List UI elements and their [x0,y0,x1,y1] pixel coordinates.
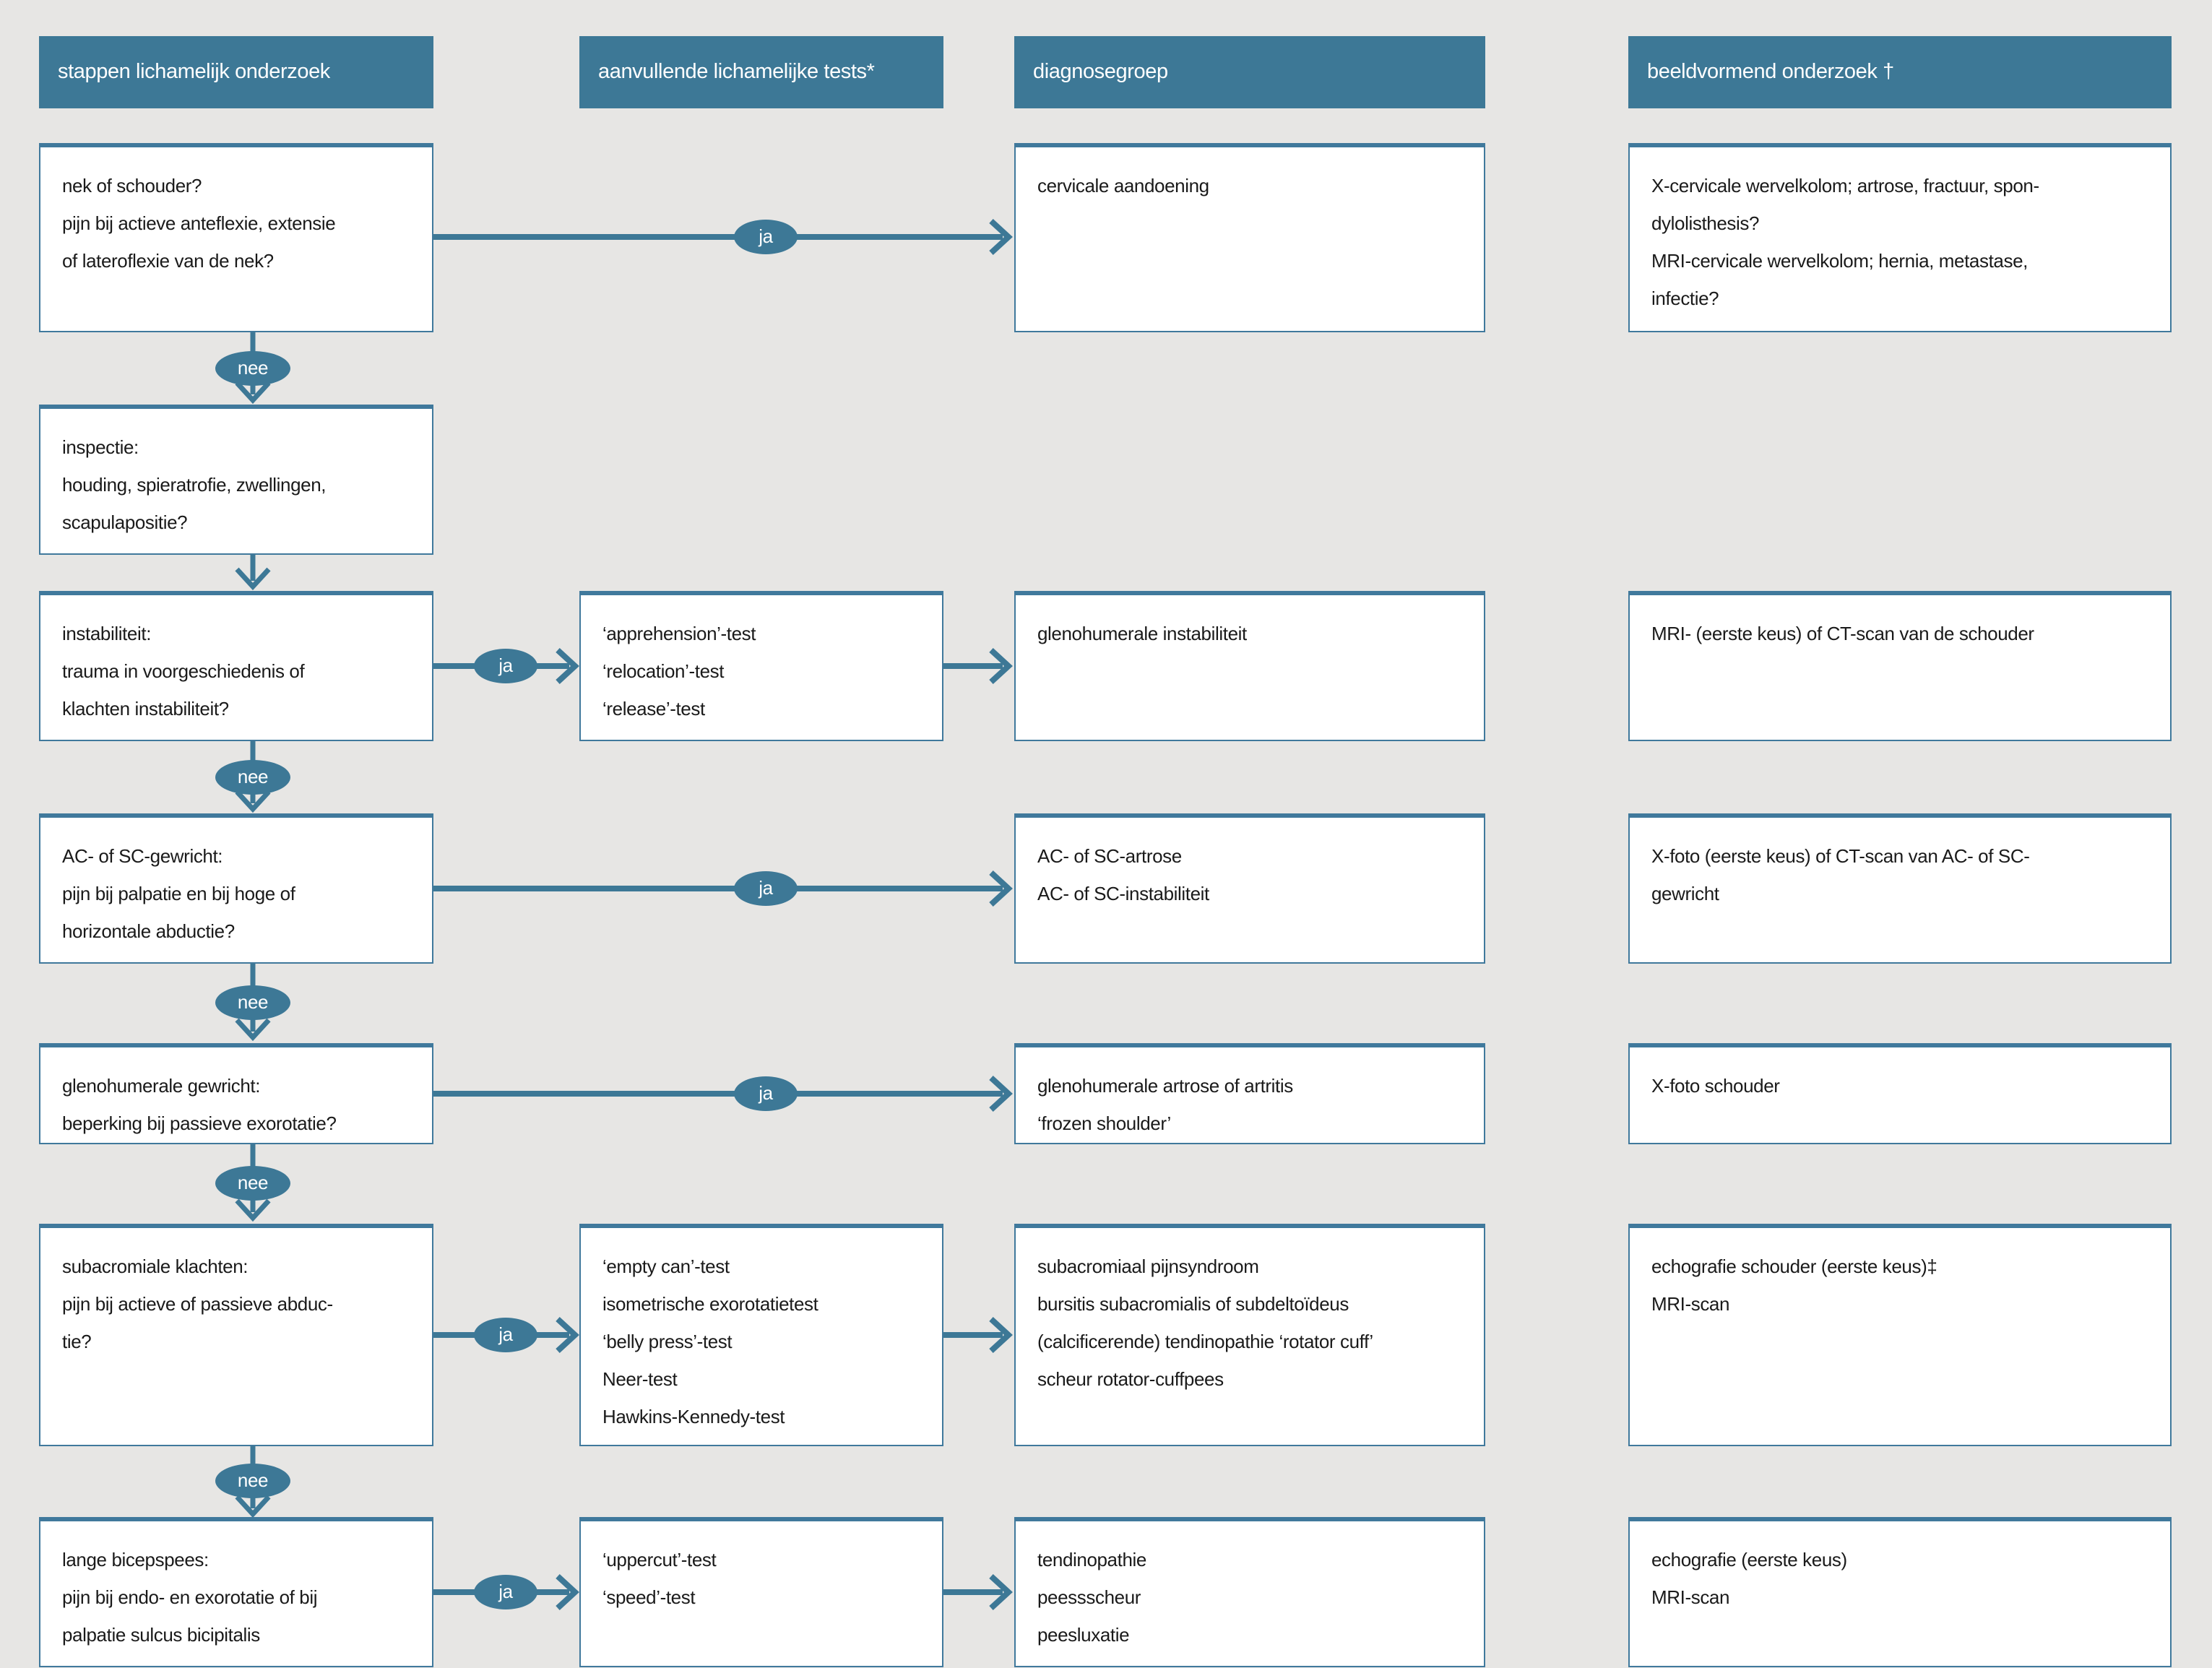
text-line: gewricht [1651,883,1719,904]
step-box-row5: glenohumerale gewricht: beperking bij pa… [39,1043,433,1144]
text-line: subacromiaal pijnsyndroom [1037,1256,1259,1277]
diagnosis-box-row7: tendinopathie peessscheur peesluxatie [1014,1517,1485,1667]
tests-box-row3: ‘apprehension’-test ‘relocation’-test ‘r… [579,591,943,741]
text-line: MRI-scan [1651,1586,1730,1608]
text-line: ‘speed’-test [602,1586,696,1608]
nee-badge: nee [215,1464,290,1498]
text-line: horizontale abductie? [62,920,235,942]
nee-badge: nee [215,1166,290,1201]
text-line: X-cervicale wervelkolom; artrose, fractu… [1651,175,2039,196]
column-header-imaging: beeldvormend onderzoek † [1628,36,2172,108]
imaging-box-row7: echografie (eerste keus) MRI-scan [1628,1517,2172,1667]
text-line: echografie schouder (eerste keus)‡ [1651,1256,1937,1277]
imaging-box-row4: X-foto (eerste keus) of CT-scan van AC- … [1628,813,2172,964]
ja-badge: ja [474,1318,537,1352]
text-line: cervicale aandoening [1037,175,1209,196]
text-line: AC- of SC-instabiliteit [1037,883,1209,904]
diagnosis-box-row4: AC- of SC-artrose AC- of SC-instabilitei… [1014,813,1485,964]
text-line: peesluxatie [1037,1624,1130,1646]
nee-badge: nee [215,985,290,1020]
imaging-box-row1: X-cervicale wervelkolom; artrose, fractu… [1628,143,2172,332]
imaging-box-row6: echografie schouder (eerste keus)‡ MRI-s… [1628,1224,2172,1446]
step-box-row4: AC- of SC-gewricht: pijn bij palpatie en… [39,813,433,964]
text-line: klachten instabiliteit? [62,698,229,720]
tests-box-row7: ‘uppercut’-test ‘speed’-test [579,1517,943,1667]
ja-badge: ja [474,649,537,683]
text-line: inspectie: [62,436,139,458]
text-line: bursitis subacromialis of subdeltoïdeus [1037,1293,1349,1315]
nee-badge: nee [215,760,290,795]
text-line: tie? [62,1331,92,1352]
diagnosis-box-row1: cervicale aandoening [1014,143,1485,332]
text-line: infectie? [1651,288,1719,309]
text-line: glenohumerale instabiliteit [1037,623,1247,644]
imaging-box-row5: X-foto schouder [1628,1043,2172,1144]
text-line: of lateroflexie van de nek? [62,250,274,272]
text-line: X-foto schouder [1651,1075,1780,1097]
text-line: lange bicepspees: [62,1549,209,1570]
step-box-row7: lange bicepspees: pijn bij endo- en exor… [39,1517,433,1667]
text-line: X-foto (eerste keus) of CT-scan van AC- … [1651,845,2030,867]
diagnosis-box-row3: glenohumerale instabiliteit [1014,591,1485,741]
text-line: trauma in voorgeschiedenis of [62,660,305,682]
text-line: ‘release’-test [602,698,705,720]
text-line: ‘apprehension’-test [602,623,756,644]
step-box-row1: nek of schouder? pijn bij actieve antefl… [39,143,433,332]
text-line: MRI-scan [1651,1293,1730,1315]
text-line: glenohumerale gewricht: [62,1075,261,1097]
ja-badge: ja [474,1575,537,1609]
text-line: beperking bij passieve exorotatie? [62,1112,337,1134]
text-line: nek of schouder? [62,175,202,196]
nee-badge: nee [215,351,290,386]
text-line: pijn bij palpatie en bij hoge of [62,883,295,904]
text-line: ‘empty can’-test [602,1256,730,1277]
text-line: MRI- (eerste keus) of CT-scan van de sch… [1651,623,2034,644]
column-header-tests: aanvullende lichamelijke tests* [579,36,943,108]
text-line: palpatie sulcus bicipitalis [62,1624,260,1646]
text-line: MRI-cervicale wervelkolom; hernia, metas… [1651,250,2028,272]
text-line: pijn bij actieve of passieve abduc- [62,1293,333,1315]
text-line: ‘relocation’-test [602,660,725,682]
text-line: instabiliteit: [62,623,152,644]
ja-badge: ja [734,871,798,906]
text-line: pijn bij actieve anteflexie, extensie [62,212,336,234]
text-line: dylolisthesis? [1651,212,1760,234]
text-line: isometrische exorotatietest [602,1293,818,1315]
text-line: peessscheur [1037,1586,1141,1608]
horizontal-arrows [433,219,1013,1610]
text-line: echografie (eerste keus) [1651,1549,1847,1570]
text-line: AC- of SC-gewricht: [62,845,223,867]
imaging-box-row3: MRI- (eerste keus) of CT-scan van de sch… [1628,591,2172,741]
text-line: scapulapositie? [62,511,188,533]
text-line: AC- of SC-artrose [1037,845,1182,867]
text-line: scheur rotator-cuffpees [1037,1368,1224,1390]
text-line: (calcificerende) tendinopathie ‘rotator … [1037,1331,1373,1352]
step-box-row6: subacromiale klachten: pijn bij actieve … [39,1224,433,1446]
text-line: Neer-test [602,1368,678,1390]
text-line: Hawkins-Kennedy-test [602,1406,785,1427]
diagnosis-box-row5: glenohumerale artrose of artritis ‘froze… [1014,1043,1485,1144]
text-line: ‘frozen shoulder’ [1037,1112,1171,1134]
ja-badge: ja [734,1076,798,1111]
text-line: subacromiale klachten: [62,1256,249,1277]
step-box-row2: inspectie: houding, spieratrofie, zwelli… [39,405,433,555]
text-line: houding, spieratrofie, zwellingen, [62,474,327,496]
text-line: ‘uppercut’-test [602,1549,717,1570]
text-line: glenohumerale artrose of artritis [1037,1075,1293,1097]
tests-box-row6: ‘empty can’-test isometrische exorotatie… [579,1224,943,1446]
text-line: pijn bij endo- en exorotatie of bij [62,1586,318,1608]
ja-badge: ja [734,220,798,254]
diagnosis-box-row6: subacromiaal pijnsyndroom bursitis subac… [1014,1224,1485,1446]
step-box-row3: instabiliteit: trauma in voorgeschiedeni… [39,591,433,741]
column-header-steps: stappen lichamelijk onderzoek [39,36,433,108]
text-line: tendinopathie [1037,1549,1146,1570]
text-line: ‘belly press’-test [602,1331,733,1352]
column-header-diagnosis: diagnosegroep [1014,36,1485,108]
